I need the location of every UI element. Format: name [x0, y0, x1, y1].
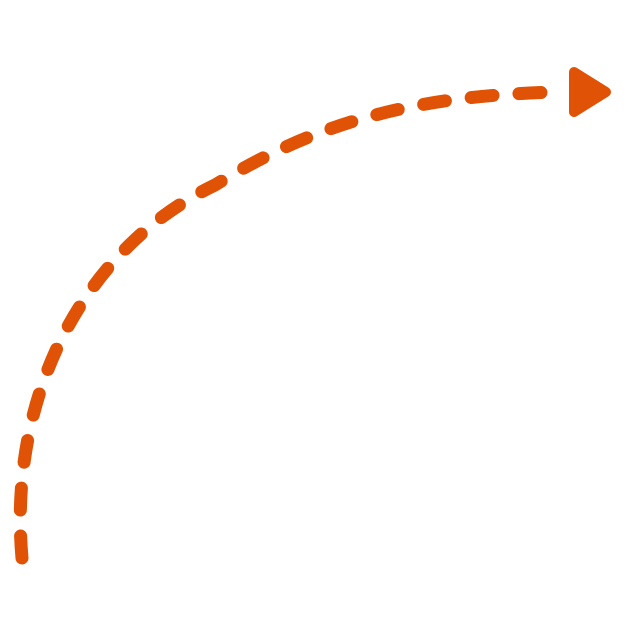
arrowhead	[569, 67, 611, 117]
dashed-curve	[13, 85, 567, 565]
